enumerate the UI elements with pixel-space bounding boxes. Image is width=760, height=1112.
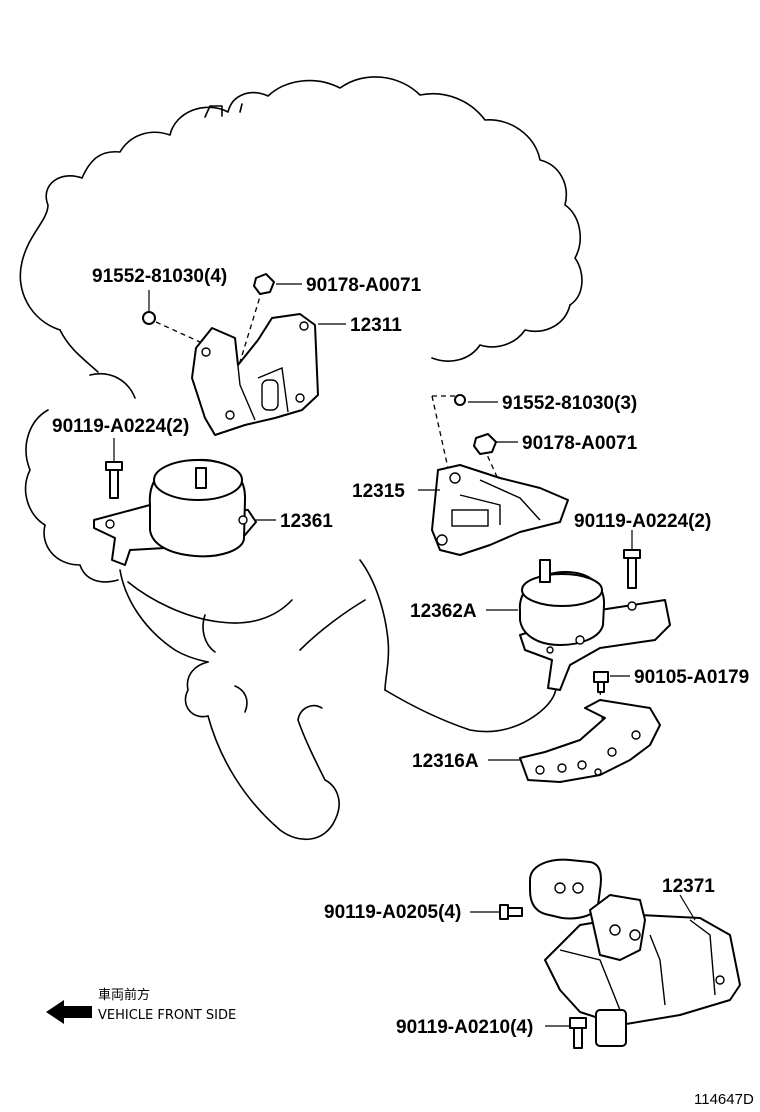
- nut-90178-middle-icon: [473, 433, 497, 455]
- callout-91552-81030-4: 91552-81030(4): [92, 266, 227, 287]
- callout-90178-a0071-middle: 90178-A0071: [522, 433, 638, 454]
- part-12362a-mount: [518, 559, 671, 691]
- callout-91552-81030-3: 91552-81030(3): [502, 393, 637, 414]
- callout-labels: 91552-81030(4) 90178-A0071 12311 90119-A…: [52, 266, 749, 1038]
- callout-12311: 12311: [350, 315, 402, 336]
- callout-90119-a0210-4: 90119-A0210(4): [396, 1017, 533, 1038]
- nut-90178-icon: [253, 273, 275, 295]
- part-12311-bracket: [191, 313, 319, 436]
- vehicle-front-indicator: 車両前方 VEHICLE FRONT SIDE: [46, 987, 236, 1024]
- part-12316a-bracket: [519, 699, 661, 783]
- callout-90105-a0179: 90105-A0179: [634, 667, 749, 688]
- callout-90119-a0224-2-right: 90119-A0224(2): [574, 511, 711, 532]
- callout-12361: 12361: [280, 511, 333, 532]
- part-12371-mount: [529, 858, 741, 1047]
- arrow-left-icon: [46, 1000, 92, 1024]
- bolt-90105-icon: [593, 671, 609, 693]
- callout-90119-a0224-2-left: 90119-A0224(2): [52, 416, 189, 437]
- callout-90119-a0205-4: 90119-A0205(4): [324, 902, 461, 923]
- bolt-90119-right-icon: [623, 549, 641, 589]
- engine-outline: [19, 76, 583, 841]
- bolt-91552-middle-icon: [454, 394, 466, 406]
- bolt-90119-a0205-icon: [499, 904, 523, 920]
- callout-90178-a0071-top: 90178-A0071: [306, 275, 422, 296]
- diagram-id: 114647D: [694, 1091, 754, 1108]
- callout-12362a: 12362A: [410, 601, 477, 622]
- callout-12316a: 12316A: [412, 751, 479, 772]
- bolt-91552-icon: [142, 290, 156, 325]
- part-12361-mount: [93, 458, 257, 566]
- bolt-90119-icon: [105, 461, 123, 499]
- part-12315-bracket: [431, 464, 569, 556]
- direction-japanese-label: 車両前方: [98, 987, 150, 1003]
- callout-12371: 12371: [662, 876, 715, 897]
- bolt-90119-a0210-icon: [569, 1017, 587, 1049]
- callout-12315: 12315: [352, 481, 405, 502]
- label-leaders: [113, 283, 696, 1027]
- direction-english-label: VEHICLE FRONT SIDE: [98, 1008, 236, 1023]
